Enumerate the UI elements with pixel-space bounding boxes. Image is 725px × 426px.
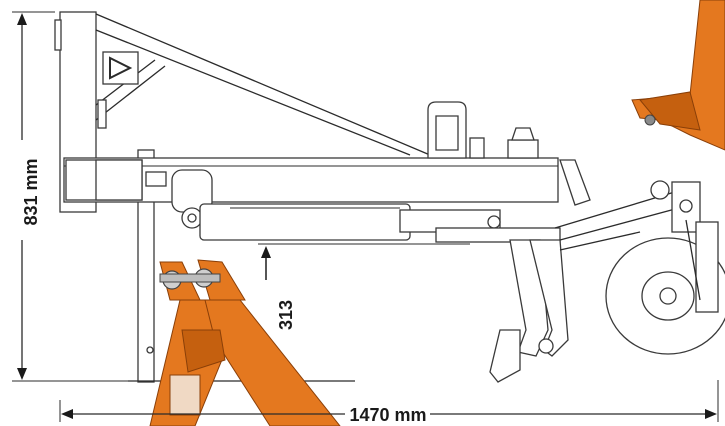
offset-label: 313 (276, 300, 296, 330)
horizontal-boom (63, 157, 559, 203)
pivot-bracket (145, 169, 213, 229)
height-dimension: 831 mm (12, 11, 130, 382)
triangle-icon (102, 51, 139, 85)
height-label: 831 mm (21, 158, 41, 225)
orange-hitch-corner (631, 0, 725, 151)
offset-dimension: 313 (258, 243, 470, 330)
width-dimension: 1470 mm (59, 380, 719, 425)
width-label: 1470 mm (349, 405, 426, 425)
hydraulic-cylinder (199, 203, 501, 241)
rear-linkage (435, 159, 691, 383)
wheel-assembly (605, 180, 725, 355)
orange-a-frame (149, 259, 341, 426)
diagonal-brace (95, 13, 431, 156)
lifting-handle (427, 101, 539, 159)
